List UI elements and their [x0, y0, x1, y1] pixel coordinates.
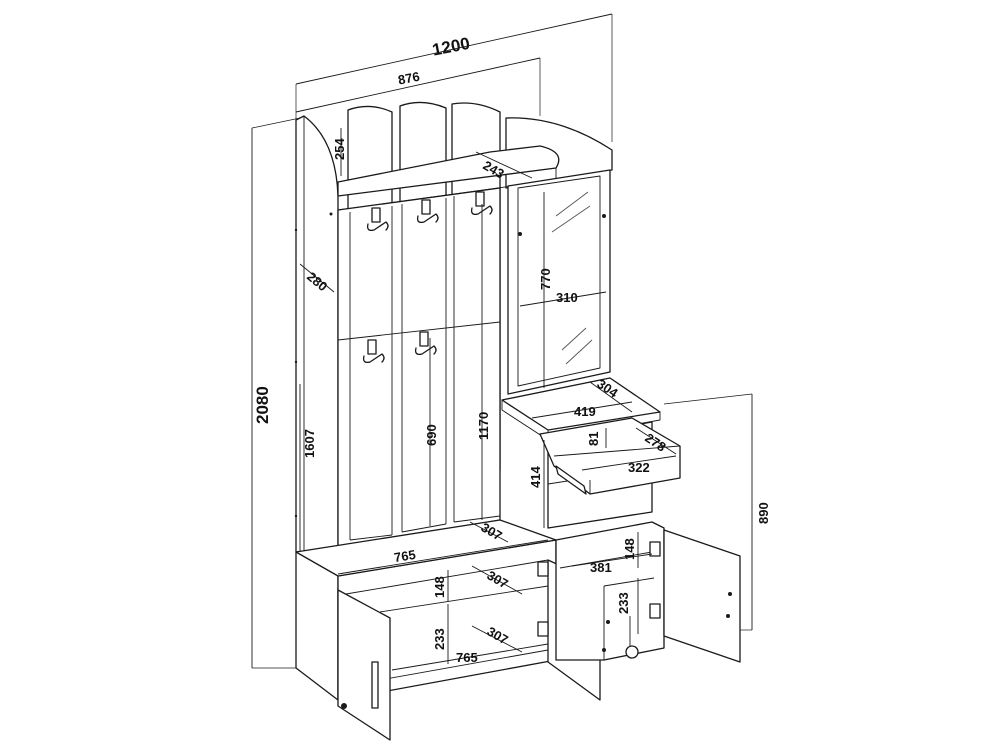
- dim-top-width: 876: [397, 69, 421, 88]
- dim-cap-height: 254: [332, 138, 347, 160]
- coat-hooks: [362, 191, 493, 364]
- overall-dimensions: [251, 13, 613, 669]
- dim-right-shelf-height: 148: [622, 538, 637, 560]
- lower-cabinet: [295, 519, 557, 741]
- back-panel: [337, 187, 501, 549]
- dim-total-width: 1200: [431, 34, 472, 60]
- hook-icon: [362, 339, 385, 364]
- dim-lower-width: 765: [456, 650, 478, 665]
- right-cabinet: [555, 521, 741, 663]
- dim-cabinet-shelf-height: 148: [432, 576, 447, 598]
- inner-dimension-lines: [299, 128, 753, 671]
- dim-drawer-height: 81: [586, 432, 601, 446]
- dim-drawer-width: 322: [628, 460, 650, 475]
- dim-right-cabinet-height: 890: [756, 502, 771, 524]
- dim-hook-height: 690: [424, 424, 439, 446]
- mirror-panel: [507, 169, 611, 395]
- dim-table-width: 419: [574, 404, 596, 419]
- dim-mirror-width: 310: [556, 290, 578, 305]
- hook-icon: [366, 207, 389, 232]
- hook-icon: [470, 191, 493, 216]
- dim-drawer-box-height: 414: [528, 466, 543, 488]
- hook-icon: [416, 199, 439, 224]
- dim-side-height: 1607: [302, 429, 317, 458]
- dim-mirror-height: 770: [538, 268, 553, 290]
- dim-panel-height: 1170: [476, 412, 491, 440]
- dim-right-lower-height: 233: [616, 592, 631, 614]
- left-side-panel: [294, 115, 339, 553]
- dim-right-inner-width: 381: [590, 560, 612, 575]
- dim-lower-height: 233: [432, 628, 447, 650]
- dim-bench-width: 765: [393, 547, 417, 565]
- hook-icon: [414, 331, 437, 356]
- dim-total-height: 2080: [253, 386, 272, 424]
- drawer-unit: [501, 377, 681, 529]
